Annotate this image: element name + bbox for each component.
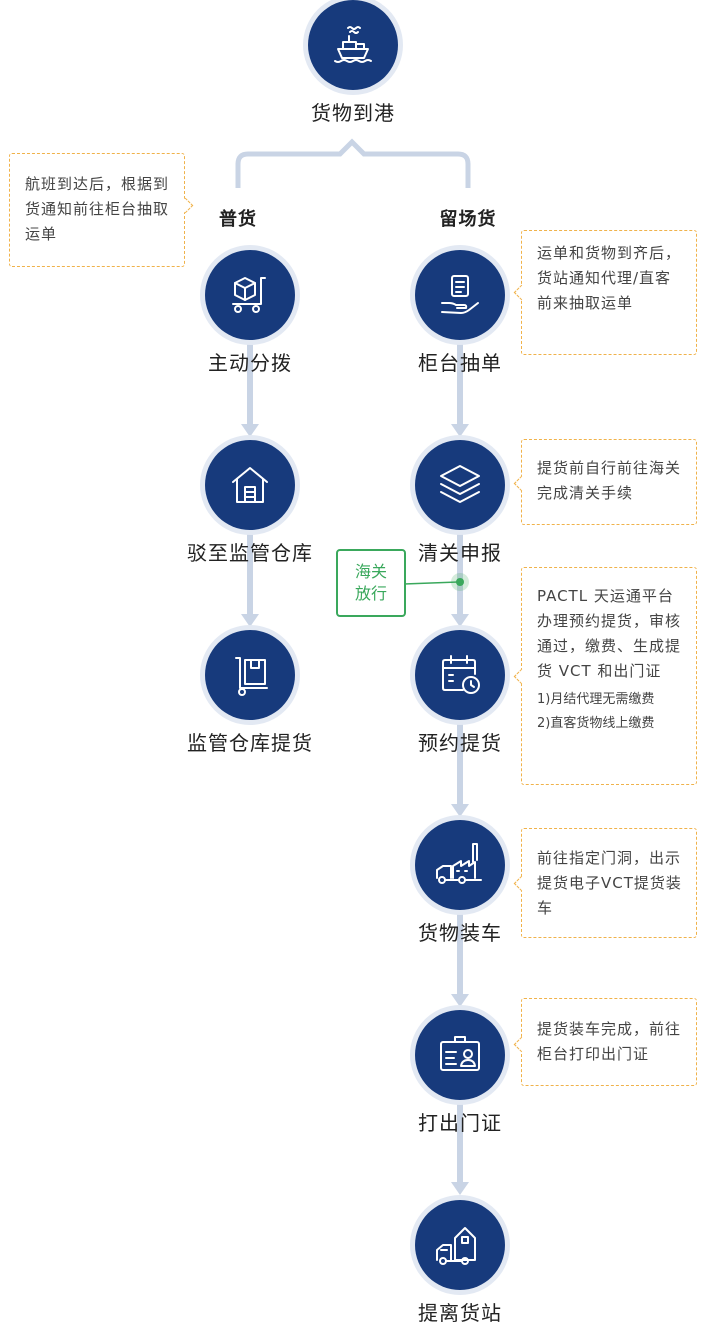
cargo-arrival-label: 货物到港 bbox=[311, 101, 395, 125]
truck-warehouse-icon bbox=[436, 1227, 476, 1265]
note-pickup-booking-text: PACTL 天运通平台办理预约提货，审核通过，缴费、生成提货 VCT 和出门证 bbox=[537, 587, 682, 680]
note-gate-pass: 提货装车完成，前往柜台打印出门证 bbox=[521, 998, 697, 1086]
step-node-customs-declaration bbox=[415, 440, 505, 530]
note-pickup-booking-sub2: 2)直客货物线上缴费 bbox=[537, 716, 655, 731]
id-card-icon bbox=[440, 1036, 480, 1071]
note-counter-waybill-text: 运单和货物到齐后，货站通知代理/直客前来抽取运单 bbox=[537, 244, 682, 312]
cart-box-icon bbox=[232, 277, 266, 313]
customs-release-line1: 海关 bbox=[354, 562, 387, 581]
house-warehouse-icon bbox=[232, 467, 268, 503]
hand-document-icon bbox=[441, 275, 479, 314]
cargo-arrival-node bbox=[308, 0, 398, 90]
step-node-leave-station bbox=[415, 1200, 505, 1290]
note-gate-pass-text: 提货装车完成，前往柜台打印出门证 bbox=[537, 1020, 682, 1063]
step-node-supervised-warehouse bbox=[205, 440, 295, 530]
note-counter-waybill: 运单和货物到齐后，货站通知代理/直客前来抽取运单 bbox=[521, 230, 697, 355]
branch-label-general: 普货 bbox=[219, 209, 257, 230]
step-label-cargo-loading: 货物装车 bbox=[418, 921, 502, 945]
step-label-pickup-booking: 预约提货 bbox=[418, 731, 502, 755]
calendar-clock-icon bbox=[442, 655, 480, 694]
step-node-cargo-loading bbox=[415, 820, 505, 910]
note-flight-arrival-text: 航班到达后，根据到货通知前往柜台抽取运单 bbox=[25, 175, 170, 243]
note-flight-arrival: 航班到达后，根据到货通知前往柜台抽取运单 bbox=[9, 153, 185, 267]
step-node-gate-pass bbox=[415, 1010, 505, 1100]
customs-release-line2: 放行 bbox=[354, 584, 387, 603]
step-label-gate-pass: 打出门证 bbox=[418, 1111, 502, 1135]
note-cargo-loading-text: 前往指定门洞，出示提货电子VCT提货装车 bbox=[537, 849, 682, 917]
note-pickup-booking: PACTL 天运通平台办理预约提货，审核通过，缴费、生成提货 VCT 和出门证 … bbox=[521, 567, 697, 785]
step-node-active-allocation bbox=[205, 250, 295, 340]
step-node-pickup-booking bbox=[415, 630, 505, 720]
truck-factory-icon bbox=[436, 843, 482, 884]
step-label-counter-waybill: 柜台抽单 bbox=[418, 351, 502, 375]
cargo-ship-icon bbox=[334, 26, 372, 63]
branch-label-detained: 留场货 bbox=[439, 209, 497, 230]
customs-release-marker-dot bbox=[456, 578, 464, 586]
customs-release-box: 海关 放行 bbox=[336, 549, 406, 617]
trolley-box-icon bbox=[235, 657, 268, 696]
step-label-customs-declaration: 清关申报 bbox=[418, 541, 502, 565]
note-cargo-loading: 前往指定门洞，出示提货电子VCT提货装车 bbox=[521, 828, 697, 938]
step-label-supervised-warehouse: 驳至监管仓库 bbox=[187, 541, 313, 565]
step-node-warehouse-pickup bbox=[205, 630, 295, 720]
step-label-warehouse-pickup: 监管仓库提货 bbox=[187, 731, 313, 755]
step-label-leave-station: 提离货站 bbox=[418, 1301, 502, 1325]
step-label-active-allocation: 主动分拨 bbox=[208, 351, 292, 375]
step-node-counter-waybill bbox=[415, 250, 505, 340]
note-customs-clearance-text: 提货前自行前往海关完成清关手续 bbox=[537, 459, 682, 502]
layers-icon bbox=[440, 465, 480, 503]
note-customs-clearance: 提货前自行前往海关完成清关手续 bbox=[521, 439, 697, 525]
note-pickup-booking-sub1: 1)月结代理无需缴费 bbox=[537, 692, 655, 707]
